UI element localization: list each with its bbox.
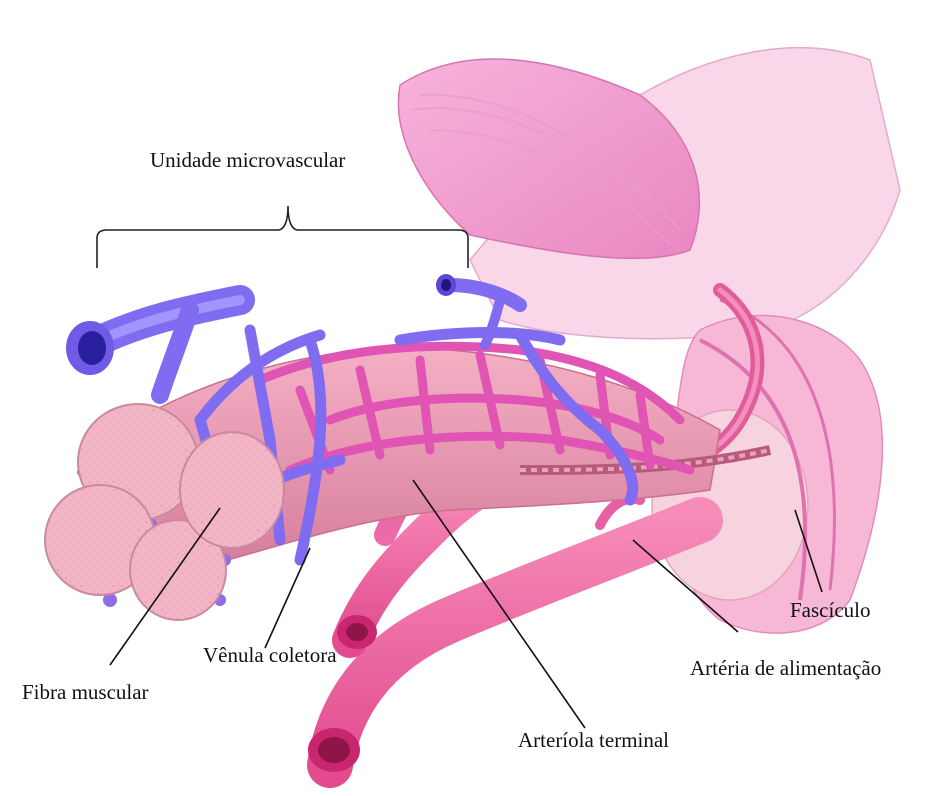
label-feed-artery: Artéria de alimentação <box>690 658 881 679</box>
fascicle-sheath <box>398 48 900 339</box>
leader-line-venula <box>265 548 310 648</box>
microvascular-unit-bracket <box>97 206 468 268</box>
label-collecting-venule: Vênula coletora <box>203 645 337 666</box>
label-microvascular-unit: Unidade microvascular <box>150 150 345 171</box>
label-fascicle: Fascículo <box>790 600 870 621</box>
label-muscle-fiber: Fibra muscular <box>22 682 149 703</box>
label-terminal-arteriole: Arteríola terminal <box>518 730 669 751</box>
